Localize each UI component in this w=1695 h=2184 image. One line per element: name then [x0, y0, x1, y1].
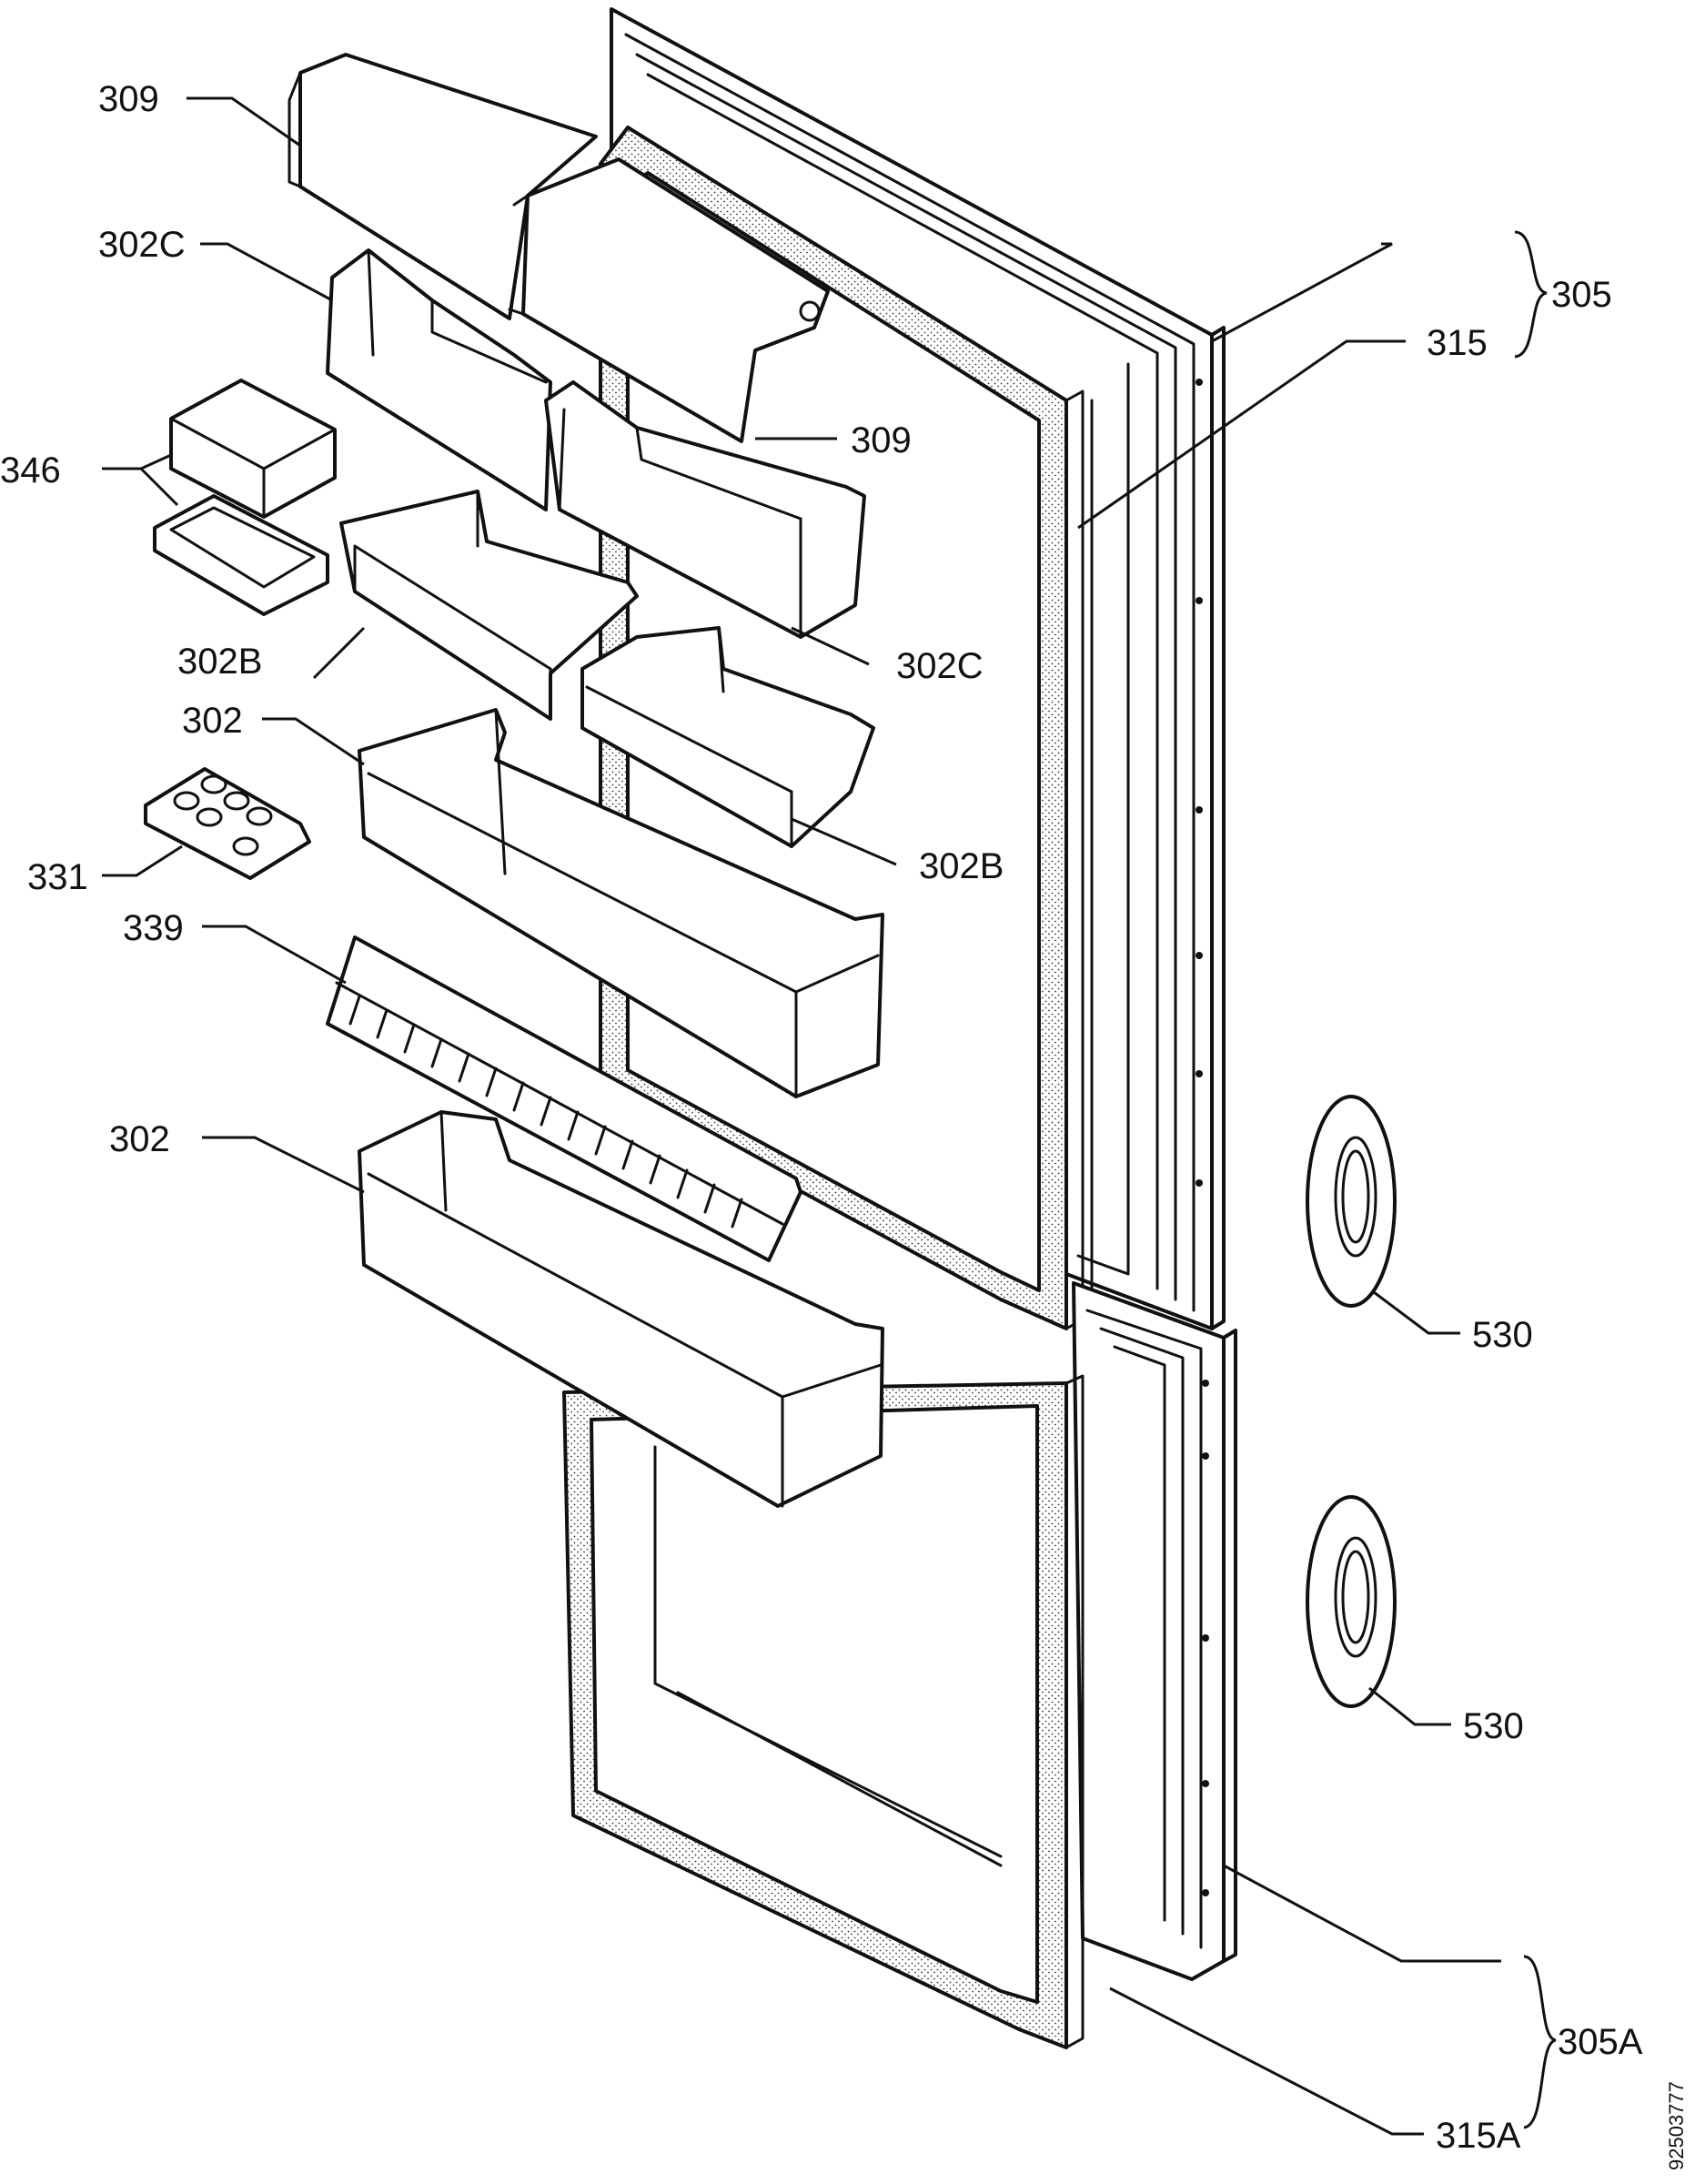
part-346-butter-dish	[153, 379, 337, 616]
part-530-lower-handle	[1306, 1495, 1397, 1708]
part-530-upper-handle	[1306, 1095, 1397, 1308]
label-315: 315	[1427, 323, 1488, 363]
part-302b-left-shelf	[339, 490, 639, 721]
part-302-upper-balcony	[358, 708, 884, 1098]
part-339-bottle-guard	[326, 935, 802, 1262]
brace-305a	[1523, 1955, 1557, 2129]
label-530-upper: 530	[1472, 1315, 1533, 1355]
label-302-upper: 302	[182, 701, 243, 741]
label-315a: 315A	[1436, 2116, 1521, 2156]
label-302b-left: 302B	[177, 642, 262, 682]
label-305: 305	[1551, 275, 1612, 315]
part-331-egg-tray	[144, 767, 311, 880]
label-302c-right: 302C	[896, 646, 984, 686]
label-346: 346	[0, 450, 61, 490]
brace-305	[1514, 230, 1548, 359]
label-302-lower: 302	[109, 1119, 170, 1159]
label-305a: 305A	[1558, 2022, 1643, 2062]
lower-door-305a	[1072, 1281, 1237, 1981]
label-309-right: 309	[851, 420, 912, 460]
label-302b-right: 302B	[919, 846, 1004, 886]
part-302c-left-shelf	[326, 248, 552, 511]
label-530-lower: 530	[1463, 1706, 1524, 1746]
label-331: 331	[27, 857, 88, 897]
leader-lines	[102, 96, 1501, 2136]
label-339: 339	[123, 908, 184, 948]
part-302-lower-balcony	[358, 1110, 884, 1508]
lower-gasket-315a	[562, 1374, 1085, 2049]
part-309-right-cover	[508, 157, 830, 443]
part-302c-right-shelf	[544, 380, 866, 639]
drawing-code: 92503777	[1665, 2081, 1688, 2170]
label-309-top: 309	[98, 79, 159, 119]
part-302b-right-shelf	[580, 626, 875, 848]
label-302c-left: 302C	[98, 225, 186, 265]
